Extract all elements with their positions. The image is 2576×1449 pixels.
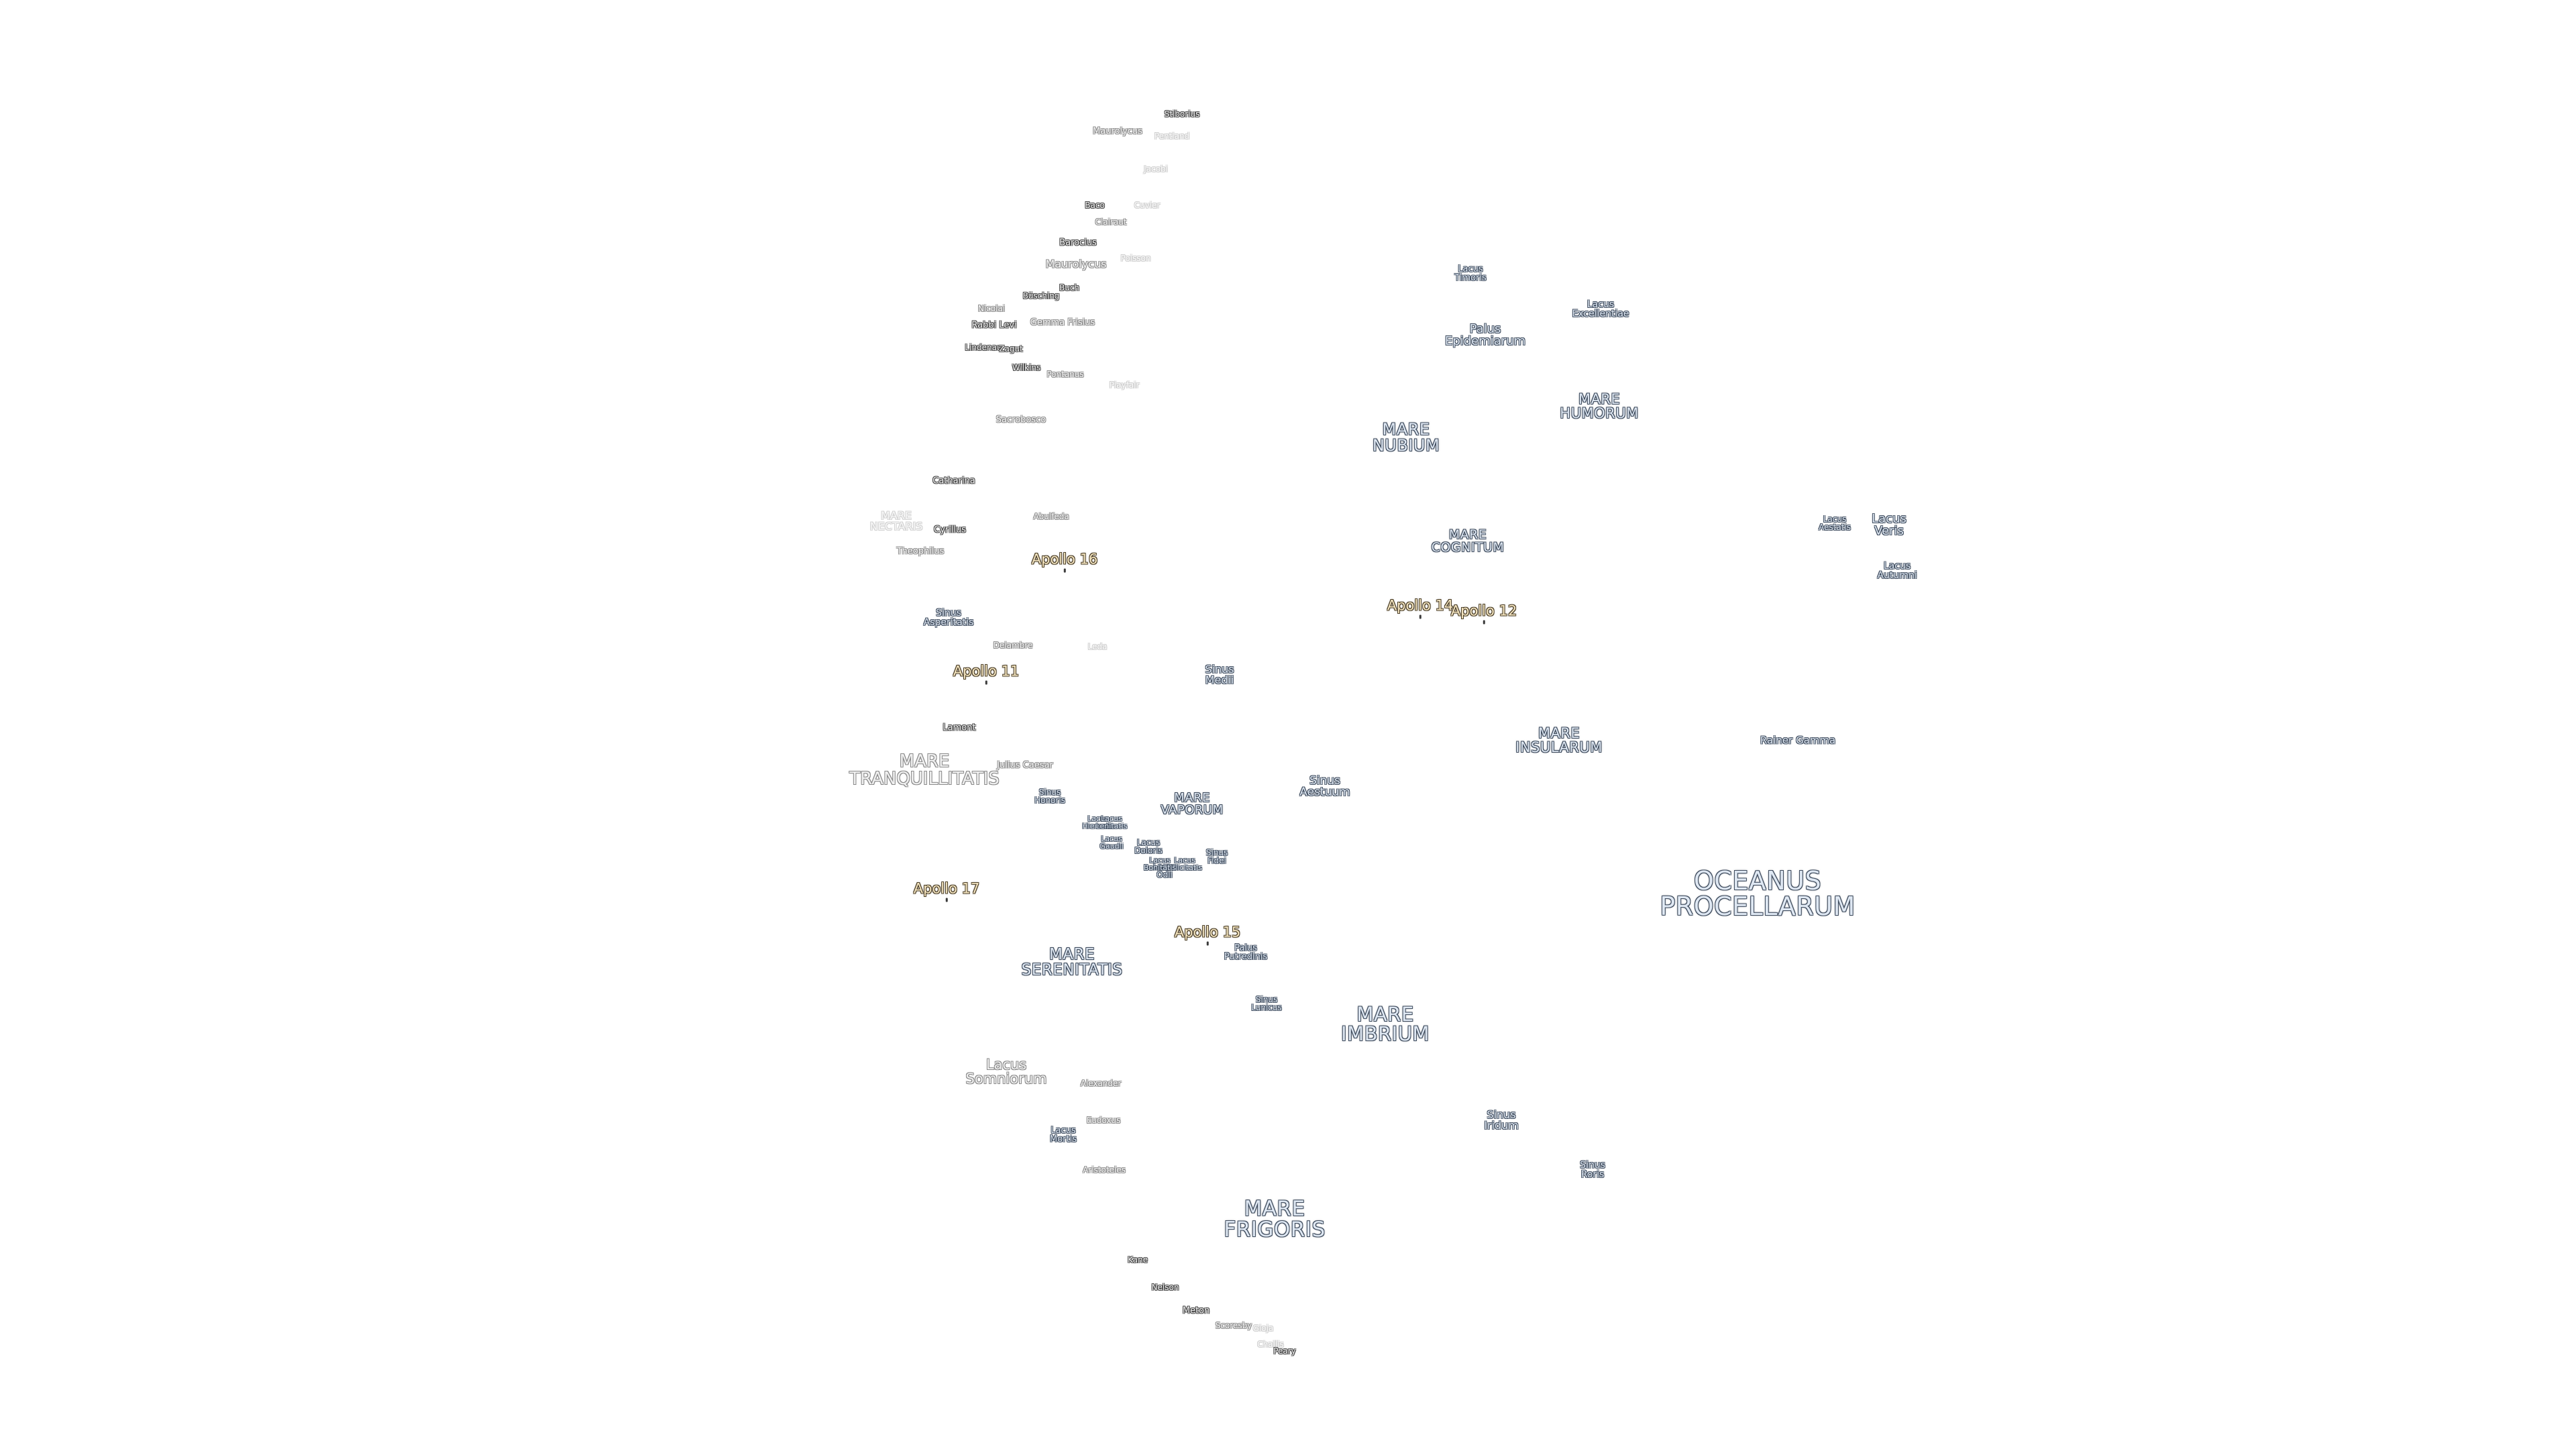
- map-label-crater-ghost[interactable]: Pentland: [1154, 131, 1190, 141]
- map-label-small[interactable]: Lacus Bonitatis: [1143, 856, 1177, 872]
- map-label-apollo[interactable]: Apollo 14: [1387, 597, 1454, 619]
- map-label-crater-ghost[interactable]: Challis: [1257, 1340, 1284, 1349]
- map-label-crater-faded[interactable]: Gemma Frisius: [1030, 317, 1095, 328]
- map-label-small[interactable]: Sinus Medii: [1205, 663, 1234, 686]
- map-label-small[interactable]: Sinus Fidei: [1205, 848, 1228, 865]
- map-label-small[interactable]: Sinus Iridum: [1484, 1108, 1519, 1132]
- map-label-small[interactable]: Lacus Doloris: [1134, 838, 1163, 855]
- map-label-crater[interactable]: Baco: [1085, 201, 1105, 210]
- map-label-crater-faded[interactable]: Eudoxus: [1086, 1116, 1121, 1125]
- map-label-crater-faded[interactable]: Delambre: [993, 641, 1033, 650]
- map-label-apollo[interactable]: Apollo 12: [1450, 602, 1517, 625]
- map-label-crater-faded[interactable]: Pontanus: [1046, 370, 1084, 379]
- map-label-crater-faded[interactable]: Nicolai: [977, 304, 1006, 313]
- map-label-crater[interactable]: Buch: [1059, 283, 1080, 292]
- map-label-mare[interactable]: MARE IMBRIUM: [1341, 1003, 1430, 1045]
- map-label-mare[interactable]: MARE COGNITUM: [1431, 527, 1505, 555]
- map-label-apollo[interactable]: Apollo 16: [1031, 551, 1098, 573]
- map-label-small[interactable]: Sinus Roris: [1580, 1160, 1605, 1180]
- map-label-small[interactable]: Lacus Hiemalis: [1082, 814, 1114, 830]
- map-label-crater[interactable]: Kane: [1128, 1255, 1148, 1265]
- map-label-small[interactable]: Lacus Veris: [1872, 512, 1907, 538]
- map-label-crater-ghost[interactable]: Leda: [1087, 642, 1108, 651]
- map-label-small[interactable]: Sinus Aestuum: [1299, 774, 1350, 799]
- map-label-crater-faded[interactable]: Sacrobosco: [996, 415, 1046, 425]
- map-label-apollo[interactable]: Apollo 11: [953, 663, 1020, 685]
- map-label-crater[interactable]: Peary: [1273, 1346, 1296, 1356]
- map-label-mare[interactable]: MARE INSULARUM: [1515, 725, 1603, 755]
- map-label-small[interactable]: Palus Epidemiarum: [1444, 322, 1526, 348]
- map-label-crater[interactable]: Nelson: [1151, 1283, 1179, 1292]
- map-label-crater[interactable]: Catharina: [932, 476, 975, 486]
- map-label-mare[interactable]: MARE SERENITATIS: [1021, 946, 1123, 979]
- map-label-mare-faded[interactable]: Lacus Somniorum: [965, 1057, 1047, 1087]
- map-label-small[interactable]: Lacus Lenitatis: [1095, 814, 1128, 830]
- map-label-small[interactable]: Palus Putredinis: [1224, 943, 1268, 962]
- map-label-crater[interactable]: Büsching: [1022, 291, 1060, 301]
- map-label-mare[interactable]: MARE FRIGORIS: [1224, 1197, 1326, 1242]
- map-label-small[interactable]: Lacus Mortis: [1050, 1126, 1077, 1144]
- map-label-crater[interactable]: Meton: [1182, 1305, 1210, 1316]
- map-label-small[interactable]: Lacus Aestatis: [1819, 515, 1851, 532]
- map-label-crater-ghost[interactable]: Jacobi: [1144, 164, 1168, 174]
- map-label-mare[interactable]: MARE NUBIUM: [1372, 420, 1440, 455]
- map-label-crater-ghost[interactable]: Cuvier: [1134, 201, 1161, 210]
- map-label-mare-ghost[interactable]: MARE NECTARIS: [869, 509, 923, 533]
- map-label-crater-faded[interactable]: Maurolycus: [1093, 126, 1142, 137]
- map-label-small[interactable]: Lacus Timoris: [1454, 264, 1487, 283]
- map-label-crater-faded[interactable]: Theophilus: [896, 546, 945, 557]
- map-label-small[interactable]: Lacus Odii: [1152, 862, 1177, 879]
- map-label-crater-ghost[interactable]: Gioja: [1252, 1324, 1274, 1333]
- map-label-crater[interactable]: Zagut: [999, 344, 1023, 354]
- map-label-crater-faded[interactable]: Scoresby: [1215, 1321, 1252, 1330]
- map-label-crater-ghost[interactable]: Poisson: [1120, 254, 1151, 263]
- map-label-small[interactable]: Sinus Asperitatis: [923, 608, 974, 628]
- map-label-crater[interactable]: Rabbi Levi: [971, 320, 1017, 331]
- map-label-crater[interactable]: Wilkins: [1012, 363, 1041, 372]
- map-label-crater[interactable]: Lamont: [943, 722, 976, 733]
- map-label-small[interactable]: Sinus Lunicus: [1251, 995, 1282, 1012]
- map-label-crater-faded[interactable]: Abulfeda: [1033, 512, 1069, 521]
- map-label-crater-faded[interactable]: Clairaut: [1095, 217, 1127, 227]
- map-label-crater-faded[interactable]: Julius Caesar: [997, 760, 1053, 771]
- map-label-crater-ghost[interactable]: Playfair: [1109, 380, 1140, 390]
- map-label-small[interactable]: Lacus Felicitatis: [1167, 856, 1202, 872]
- map-label-crater[interactable]: Lindenau: [965, 343, 1002, 352]
- map-label-crater[interactable]: Stiborius: [1164, 109, 1200, 119]
- map-label-small[interactable]: Sinus Honoris: [1034, 788, 1065, 805]
- map-label-crater[interactable]: Cyrillus: [934, 525, 966, 535]
- map-label-mare[interactable]: MARE HUMORUM: [1560, 391, 1639, 421]
- map-label-apollo[interactable]: Apollo 17: [913, 880, 980, 902]
- map-label-crater[interactable]: Barocius: [1059, 237, 1097, 248]
- map-label-crater-faded[interactable]: Alexander: [1080, 1079, 1122, 1088]
- map-label-mare[interactable]: MARE VAPORUM: [1161, 791, 1224, 817]
- map-label-small[interactable]: Rainer Gamma: [1760, 734, 1836, 747]
- map-label-crater-faded[interactable]: Aristoteles: [1083, 1165, 1126, 1175]
- map-label-small[interactable]: Lacus Autumni: [1877, 561, 1917, 581]
- map-label-small[interactable]: Lacus Gaudii: [1099, 835, 1124, 851]
- map-label-small[interactable]: Lacus Excellentiae: [1572, 299, 1629, 319]
- map-label-crater-faded[interactable]: Maurolycus: [1045, 258, 1107, 270]
- map-label-apollo[interactable]: Apollo 15: [1174, 924, 1241, 946]
- map-label-mare[interactable]: OCEANUS PROCELLARUM: [1660, 866, 1856, 921]
- map-label-mare-faded[interactable]: MARE TRANQUILLITATIS: [849, 751, 1000, 789]
